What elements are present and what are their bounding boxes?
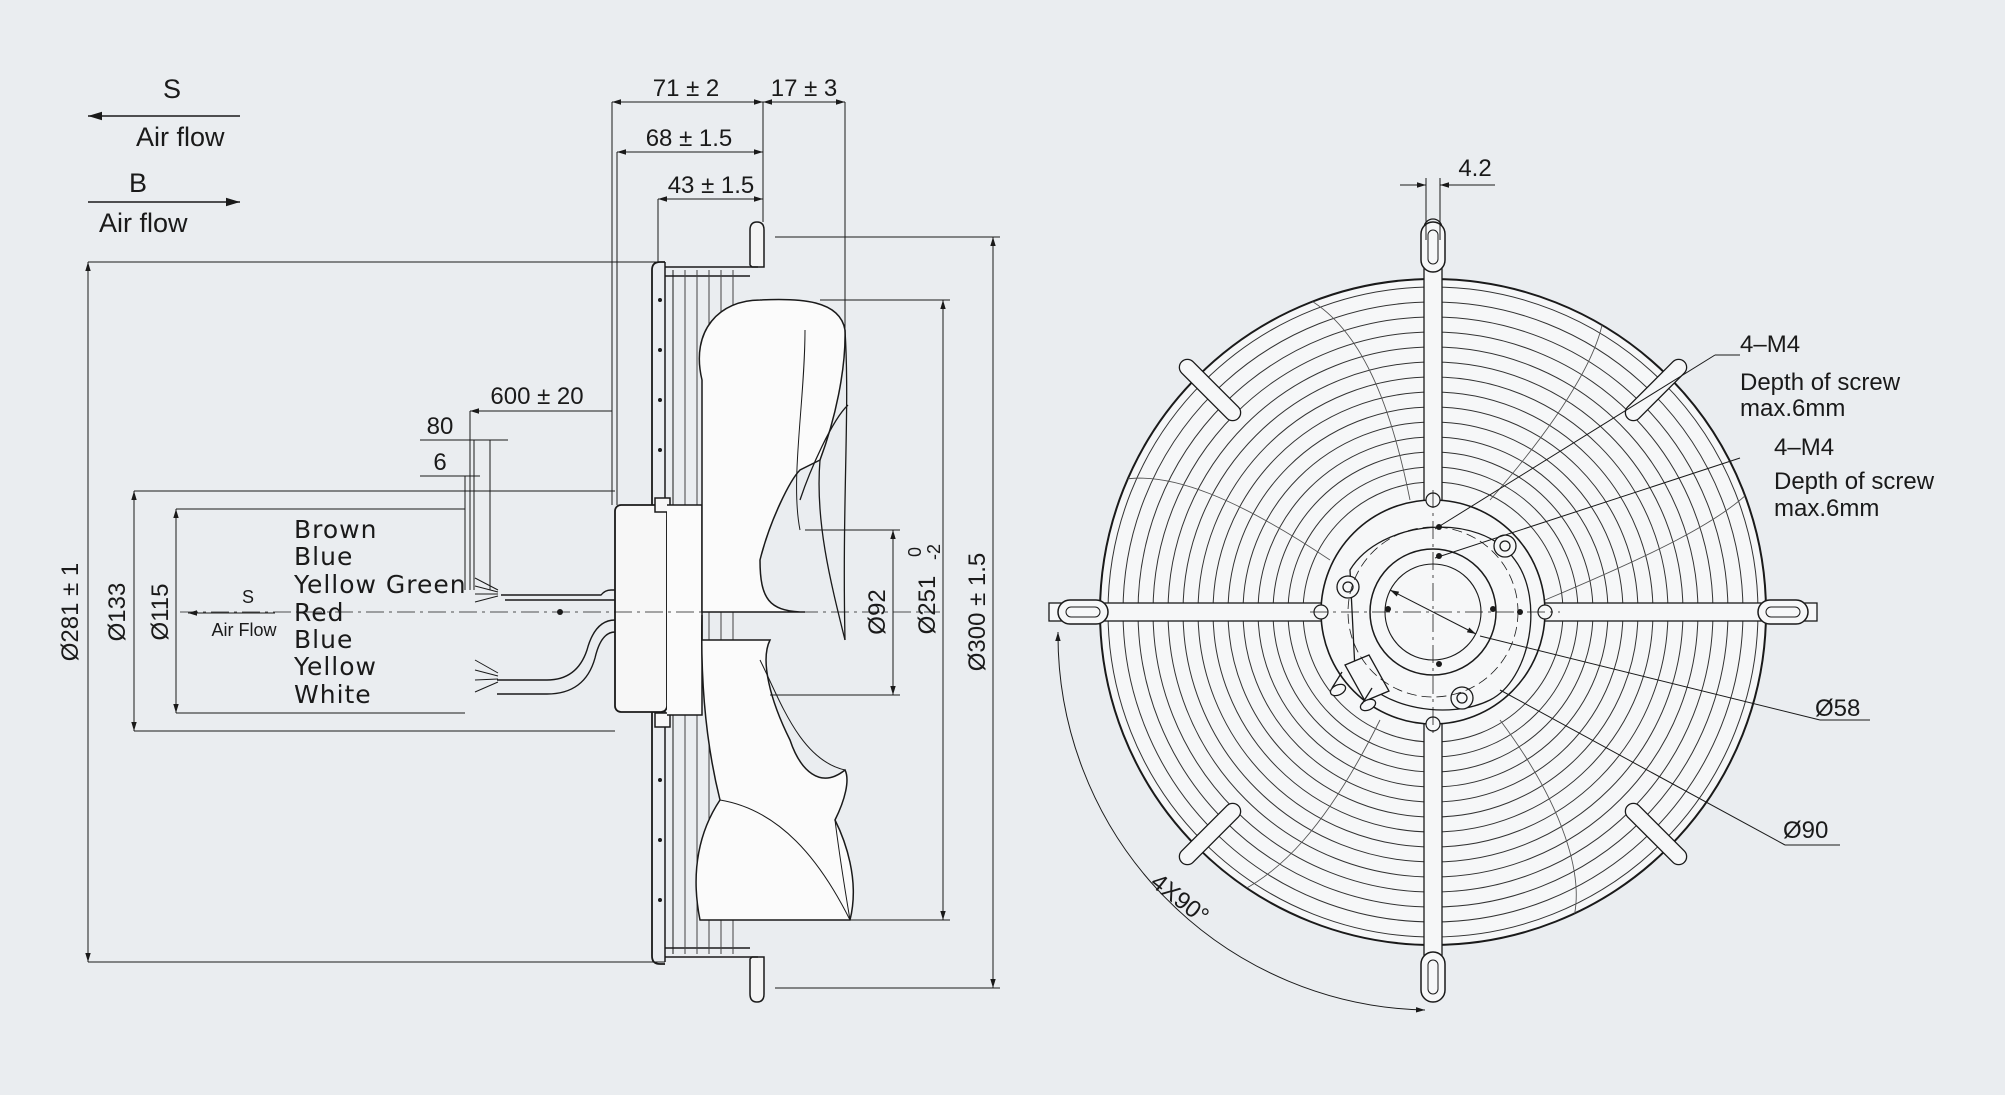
side-view <box>474 221 854 1003</box>
airflow-b-label: B <box>129 168 147 198</box>
dim-dia-58: Ø58 <box>1815 695 1860 722</box>
wire-label: Blue <box>294 625 353 654</box>
dim-6: 6 <box>433 449 446 476</box>
dim-dia-92: Ø92 <box>864 589 891 634</box>
dim-68: 68 ± 1.5 <box>646 125 733 152</box>
front-view-dimensions <box>1055 178 1870 1013</box>
angle-4x90: 4X90° <box>1145 868 1213 930</box>
dim-4-2: 4.2 <box>1458 155 1491 182</box>
dim-17: 17 ± 3 <box>771 75 838 102</box>
dim-dia-300: Ø300 ± 1.5 <box>964 553 991 672</box>
dim-dia-251-tol-lower: -2 <box>924 544 944 560</box>
screw-spec-1-title: 4–M4 <box>1740 331 1800 358</box>
dim-43: 43 ± 1.5 <box>668 172 755 199</box>
screw-spec-2-line1: Depth of screw <box>1774 468 1935 495</box>
screw-spec-2-line2: max.6mm <box>1774 495 1879 522</box>
dim-71: 71 ± 2 <box>653 75 720 102</box>
wire-label: Blue <box>294 542 353 571</box>
inner-airflow-text: Air Flow <box>211 620 277 640</box>
airflow-s-label: S <box>163 74 181 104</box>
wire-label: Yellow Green <box>293 570 467 599</box>
side-view-dimensions <box>85 99 1000 989</box>
airflow-s-text: Air flow <box>136 122 225 152</box>
dim-dia-251-tol-upper: 0 <box>905 547 925 557</box>
dim-dia-115: Ø115 <box>147 584 174 641</box>
wire-label: Yellow <box>293 652 377 681</box>
screw-spec-1-line2: max.6mm <box>1740 395 1845 422</box>
wire-label: Brown <box>294 515 377 544</box>
wire-color-list: Brown Blue Yellow Green Red Blue Yellow … <box>293 515 467 709</box>
dim-600: 600 ± 20 <box>490 383 583 410</box>
screw-spec-1-line1: Depth of screw <box>1740 369 1901 396</box>
dim-dia-133: Ø133 <box>104 583 131 642</box>
wire-label: White <box>294 680 372 709</box>
dim-dia-251: Ø251 <box>914 576 941 635</box>
dim-dia-281: Ø281 ± 1 <box>57 563 84 662</box>
wire-label: Red <box>294 598 345 627</box>
side-view-labels: 71 ± 2 17 ± 3 68 ± 1.5 43 ± 1.5 600 ± 20… <box>57 75 991 709</box>
airflow-legend: S Air flow B Air flow <box>88 74 240 238</box>
screw-spec-2-title: 4–M4 <box>1774 434 1834 461</box>
dim-80: 80 <box>427 413 454 440</box>
airflow-b-text: Air flow <box>99 208 188 238</box>
inner-airflow-label: S <box>242 587 254 607</box>
dim-dia-90: Ø90 <box>1783 817 1828 844</box>
